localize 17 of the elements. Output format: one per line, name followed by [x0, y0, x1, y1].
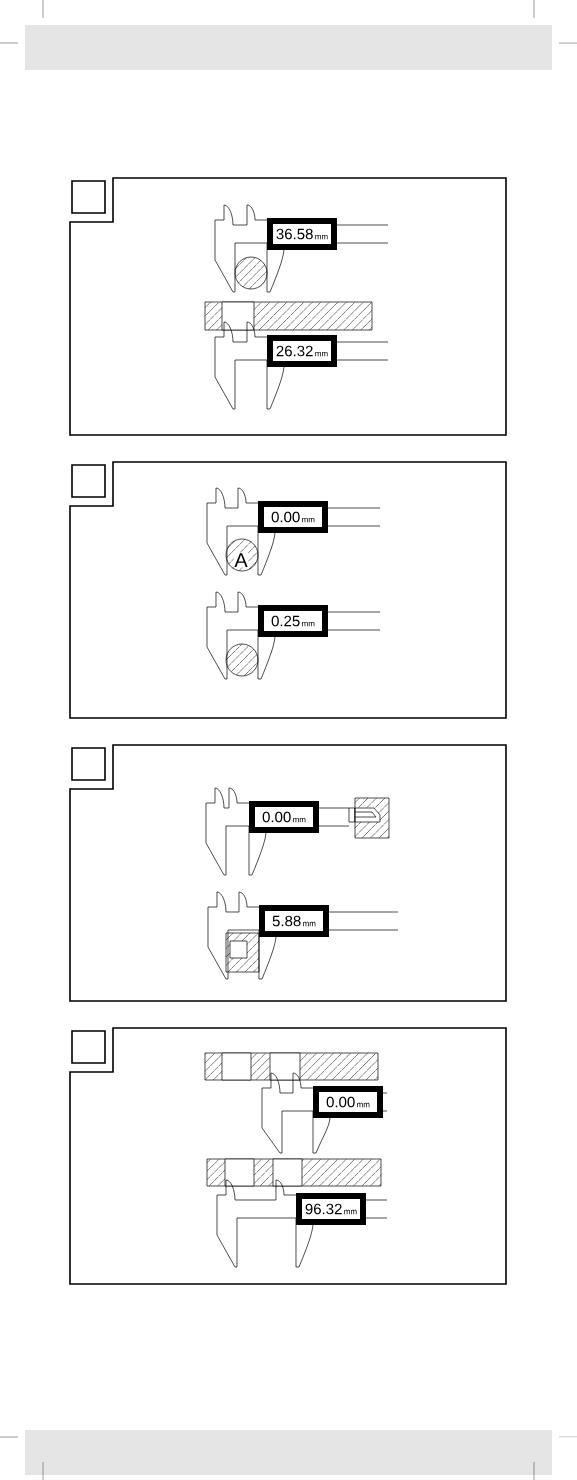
digital-display: 36.58 mm [267, 218, 337, 250]
digital-display: 0.25 mm [258, 605, 328, 637]
digital-display: 0.00 mm [249, 801, 319, 833]
number-box [71, 1030, 106, 1064]
digital-display: 0.00 mm [313, 1086, 383, 1118]
number-box [71, 747, 106, 781]
digital-display: 5.88 mm [259, 905, 329, 937]
panel-frame [69, 177, 507, 436]
digital-display: 0.00 mm [258, 501, 328, 533]
panel-frame [69, 744, 507, 1002]
panel-frame [69, 461, 507, 719]
digital-display: 26.32 mm [267, 335, 337, 367]
panel-frame [69, 1027, 507, 1285]
digital-display: 96.32 mm [296, 1193, 366, 1225]
number-box [71, 180, 106, 214]
callout-letter: A [233, 552, 249, 568]
number-box [71, 464, 106, 498]
